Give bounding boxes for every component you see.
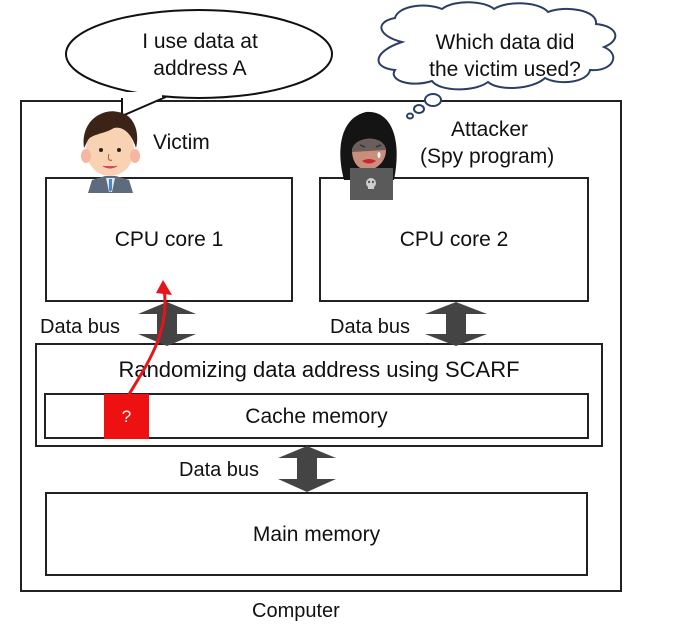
main-memory-box: Main memory [45,492,588,576]
victim-access-path-arrow [126,280,172,397]
attacker-label-line-1: Attacker [451,118,529,141]
victim-speech-text: I use data at address A [90,28,310,82]
attacker-thought-bubble [377,1,617,120]
cache-memory-label: Cache memory [245,404,388,428]
cpu-core-2-box: CPU core 2 [319,177,589,302]
attacker-thought-text: Which data did the victim used? [405,29,605,83]
data-bus-label-1: Data bus [40,316,121,338]
unknown-cache-line: ? [104,394,149,439]
data-bus-arrow-2 [425,302,487,346]
attacker-label-line-2: (Spy program) [420,145,555,168]
data-bus-arrow-1 [138,302,196,346]
cpu-core-1-label: CPU core 1 [114,228,224,251]
scarf-randomizer-label: Randomizing data address using SCARF [118,357,520,382]
victim-speech-bubble [65,9,333,118]
unknown-cache-line-mark: ? [121,406,132,426]
cpu-core-1-box: CPU core 1 [45,177,293,302]
data-bus-arrows [138,302,487,492]
attacker-thought-line-1: Which data did [435,31,575,54]
victim-avatar [81,111,140,193]
data-bus-arrow-3 [278,446,336,492]
data-bus-label-2: Data bus [330,316,411,338]
victim-speech-line-2: address A [153,57,247,80]
cpu-core-2-label: CPU core 2 [399,228,509,251]
attacker-avatar [340,111,397,200]
main-memory-label: Main memory [252,522,381,546]
victim-label: Victim [153,131,210,154]
victim-speech-line-1: I use data at [142,30,258,53]
data-bus-label-3: Data bus [179,459,260,481]
attacker-thought-line-2: the victim used? [429,58,581,81]
computer-label: Computer [252,600,340,622]
